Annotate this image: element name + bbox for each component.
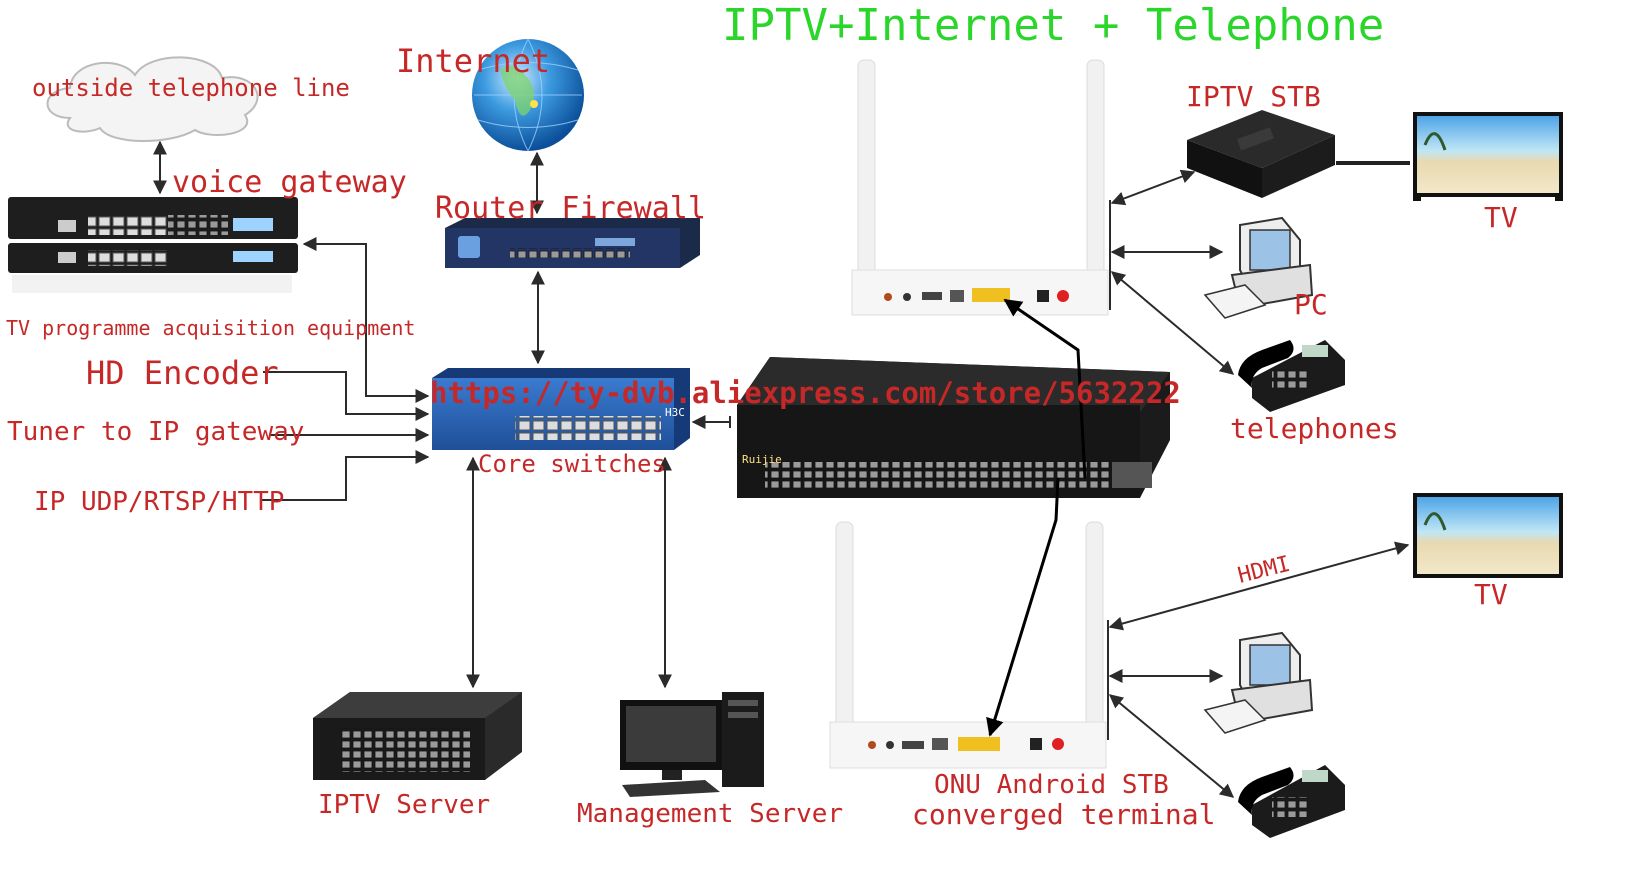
management-server-device xyxy=(620,692,764,797)
diagram-title: IPTV+Internet + Telephone xyxy=(722,0,1384,51)
label-acquisition-equipment: TV programme acquisition equipment xyxy=(6,316,415,340)
label-ip-udp: IP UDP/RTSP/HTTP xyxy=(34,487,284,517)
cloud-icon xyxy=(46,56,259,142)
label-voice-gateway: voice gateway xyxy=(172,165,407,200)
iptv-server-device xyxy=(313,692,522,780)
tv-top-device xyxy=(1413,112,1563,201)
access-switch-device: Ruijie xyxy=(737,357,1170,498)
voice-gateway-device xyxy=(8,197,298,293)
access-switch-brand: Ruijie xyxy=(742,453,782,466)
watermark-url: https://ty-dvb.aliexpress.com/store/5632… xyxy=(430,376,1181,410)
router-firewall-device xyxy=(445,218,700,268)
label-tv-bottom: TV xyxy=(1474,578,1508,611)
label-internet: Internet xyxy=(396,42,550,80)
telephone-bottom-device xyxy=(1238,765,1345,838)
core-switch-device: H3C xyxy=(432,368,690,450)
label-router-firewall: Router Firewall xyxy=(435,191,706,226)
onu-router-bottom xyxy=(829,521,1107,769)
label-hdmi: HDMI xyxy=(1235,552,1292,589)
label-management-server: Management Server xyxy=(577,799,843,829)
label-iptv-stb: IPTV STB xyxy=(1186,80,1321,113)
core-switch-brand: H3C xyxy=(665,406,685,419)
pc-bottom-device xyxy=(1203,631,1314,734)
pc-top-device xyxy=(1203,216,1314,319)
label-onu-line-2: converged terminal xyxy=(912,798,1215,831)
onu-router-top xyxy=(851,59,1109,316)
label-hd-encoder: HD Encoder xyxy=(86,354,279,392)
label-iptv-server: IPTV Server xyxy=(318,790,490,820)
telephone-top-device xyxy=(1238,340,1345,412)
globe-icon xyxy=(472,38,584,152)
iptv-stb-device xyxy=(1187,110,1335,198)
label-tuner-gateway: Tuner to IP gateway xyxy=(7,417,304,447)
label-telephones: telephones xyxy=(1230,412,1399,445)
label-outside-telephone-line: outside telephone line xyxy=(32,74,350,102)
label-pc: PC xyxy=(1294,288,1328,321)
label-core-switches: Core switches xyxy=(478,450,666,478)
label-tv-top: TV xyxy=(1484,201,1518,234)
connectors xyxy=(153,140,1410,798)
label-onu-line-1: ONU Android STB xyxy=(934,770,1169,800)
tv-bottom-device xyxy=(1413,493,1563,578)
